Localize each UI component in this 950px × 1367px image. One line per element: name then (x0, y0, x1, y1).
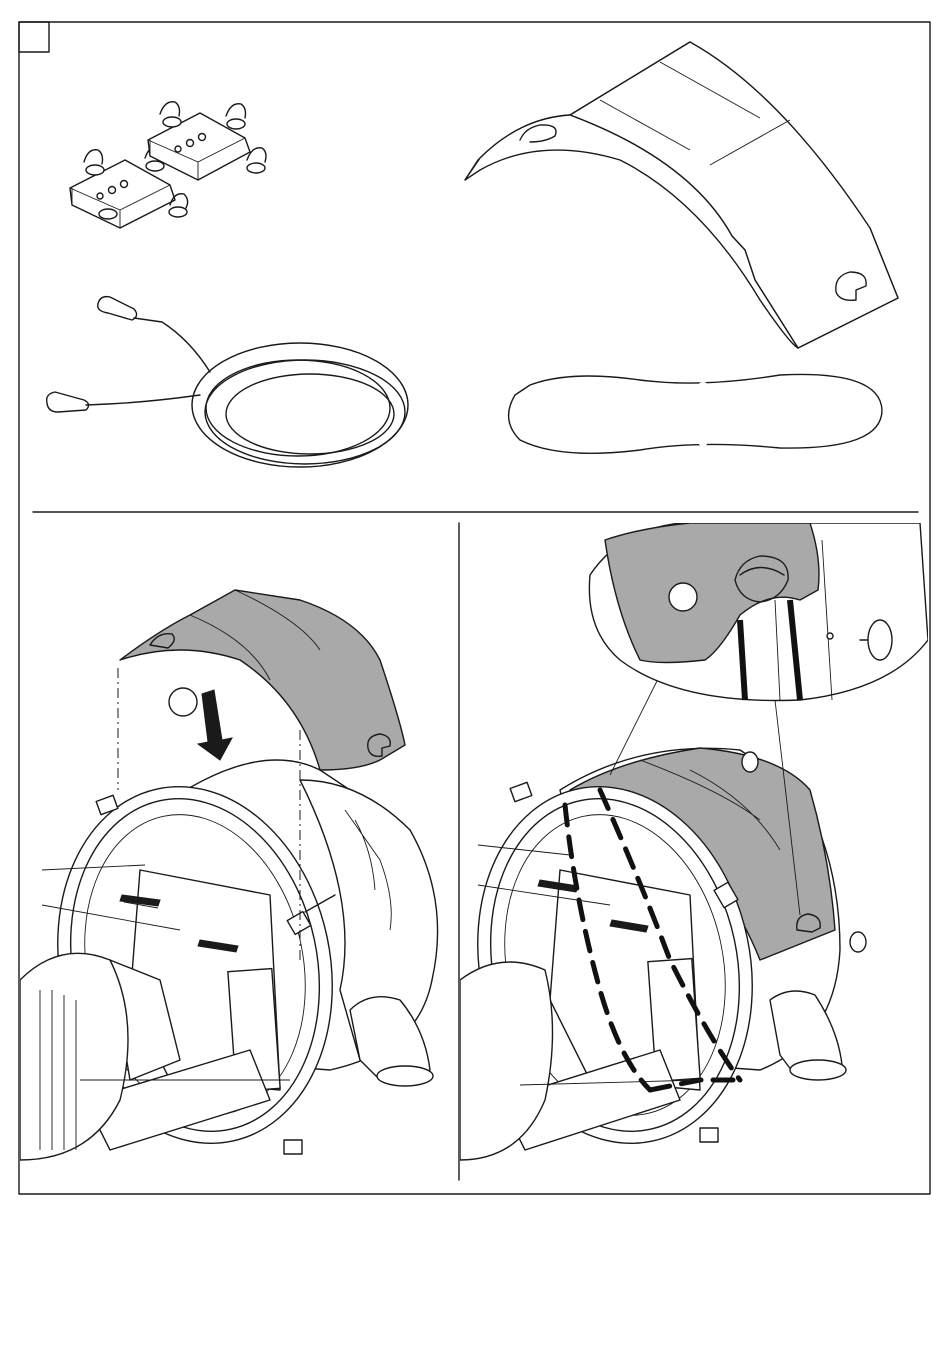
secure-band-panel (446, 523, 928, 1169)
top-cover (465, 42, 898, 348)
rubber-band (509, 374, 882, 453)
callout-circle-icon (669, 583, 697, 611)
mounting-clamps (70, 102, 266, 228)
step-number-box (19, 22, 49, 52)
carabiner-icon (98, 297, 137, 320)
zoom-inset (589, 523, 928, 701)
safety-cable (47, 297, 408, 467)
install-cover-panel (20, 590, 438, 1169)
callout-circle-icon (169, 688, 197, 716)
down-arrow-icon (198, 690, 232, 760)
carabiner-icon (47, 392, 89, 412)
